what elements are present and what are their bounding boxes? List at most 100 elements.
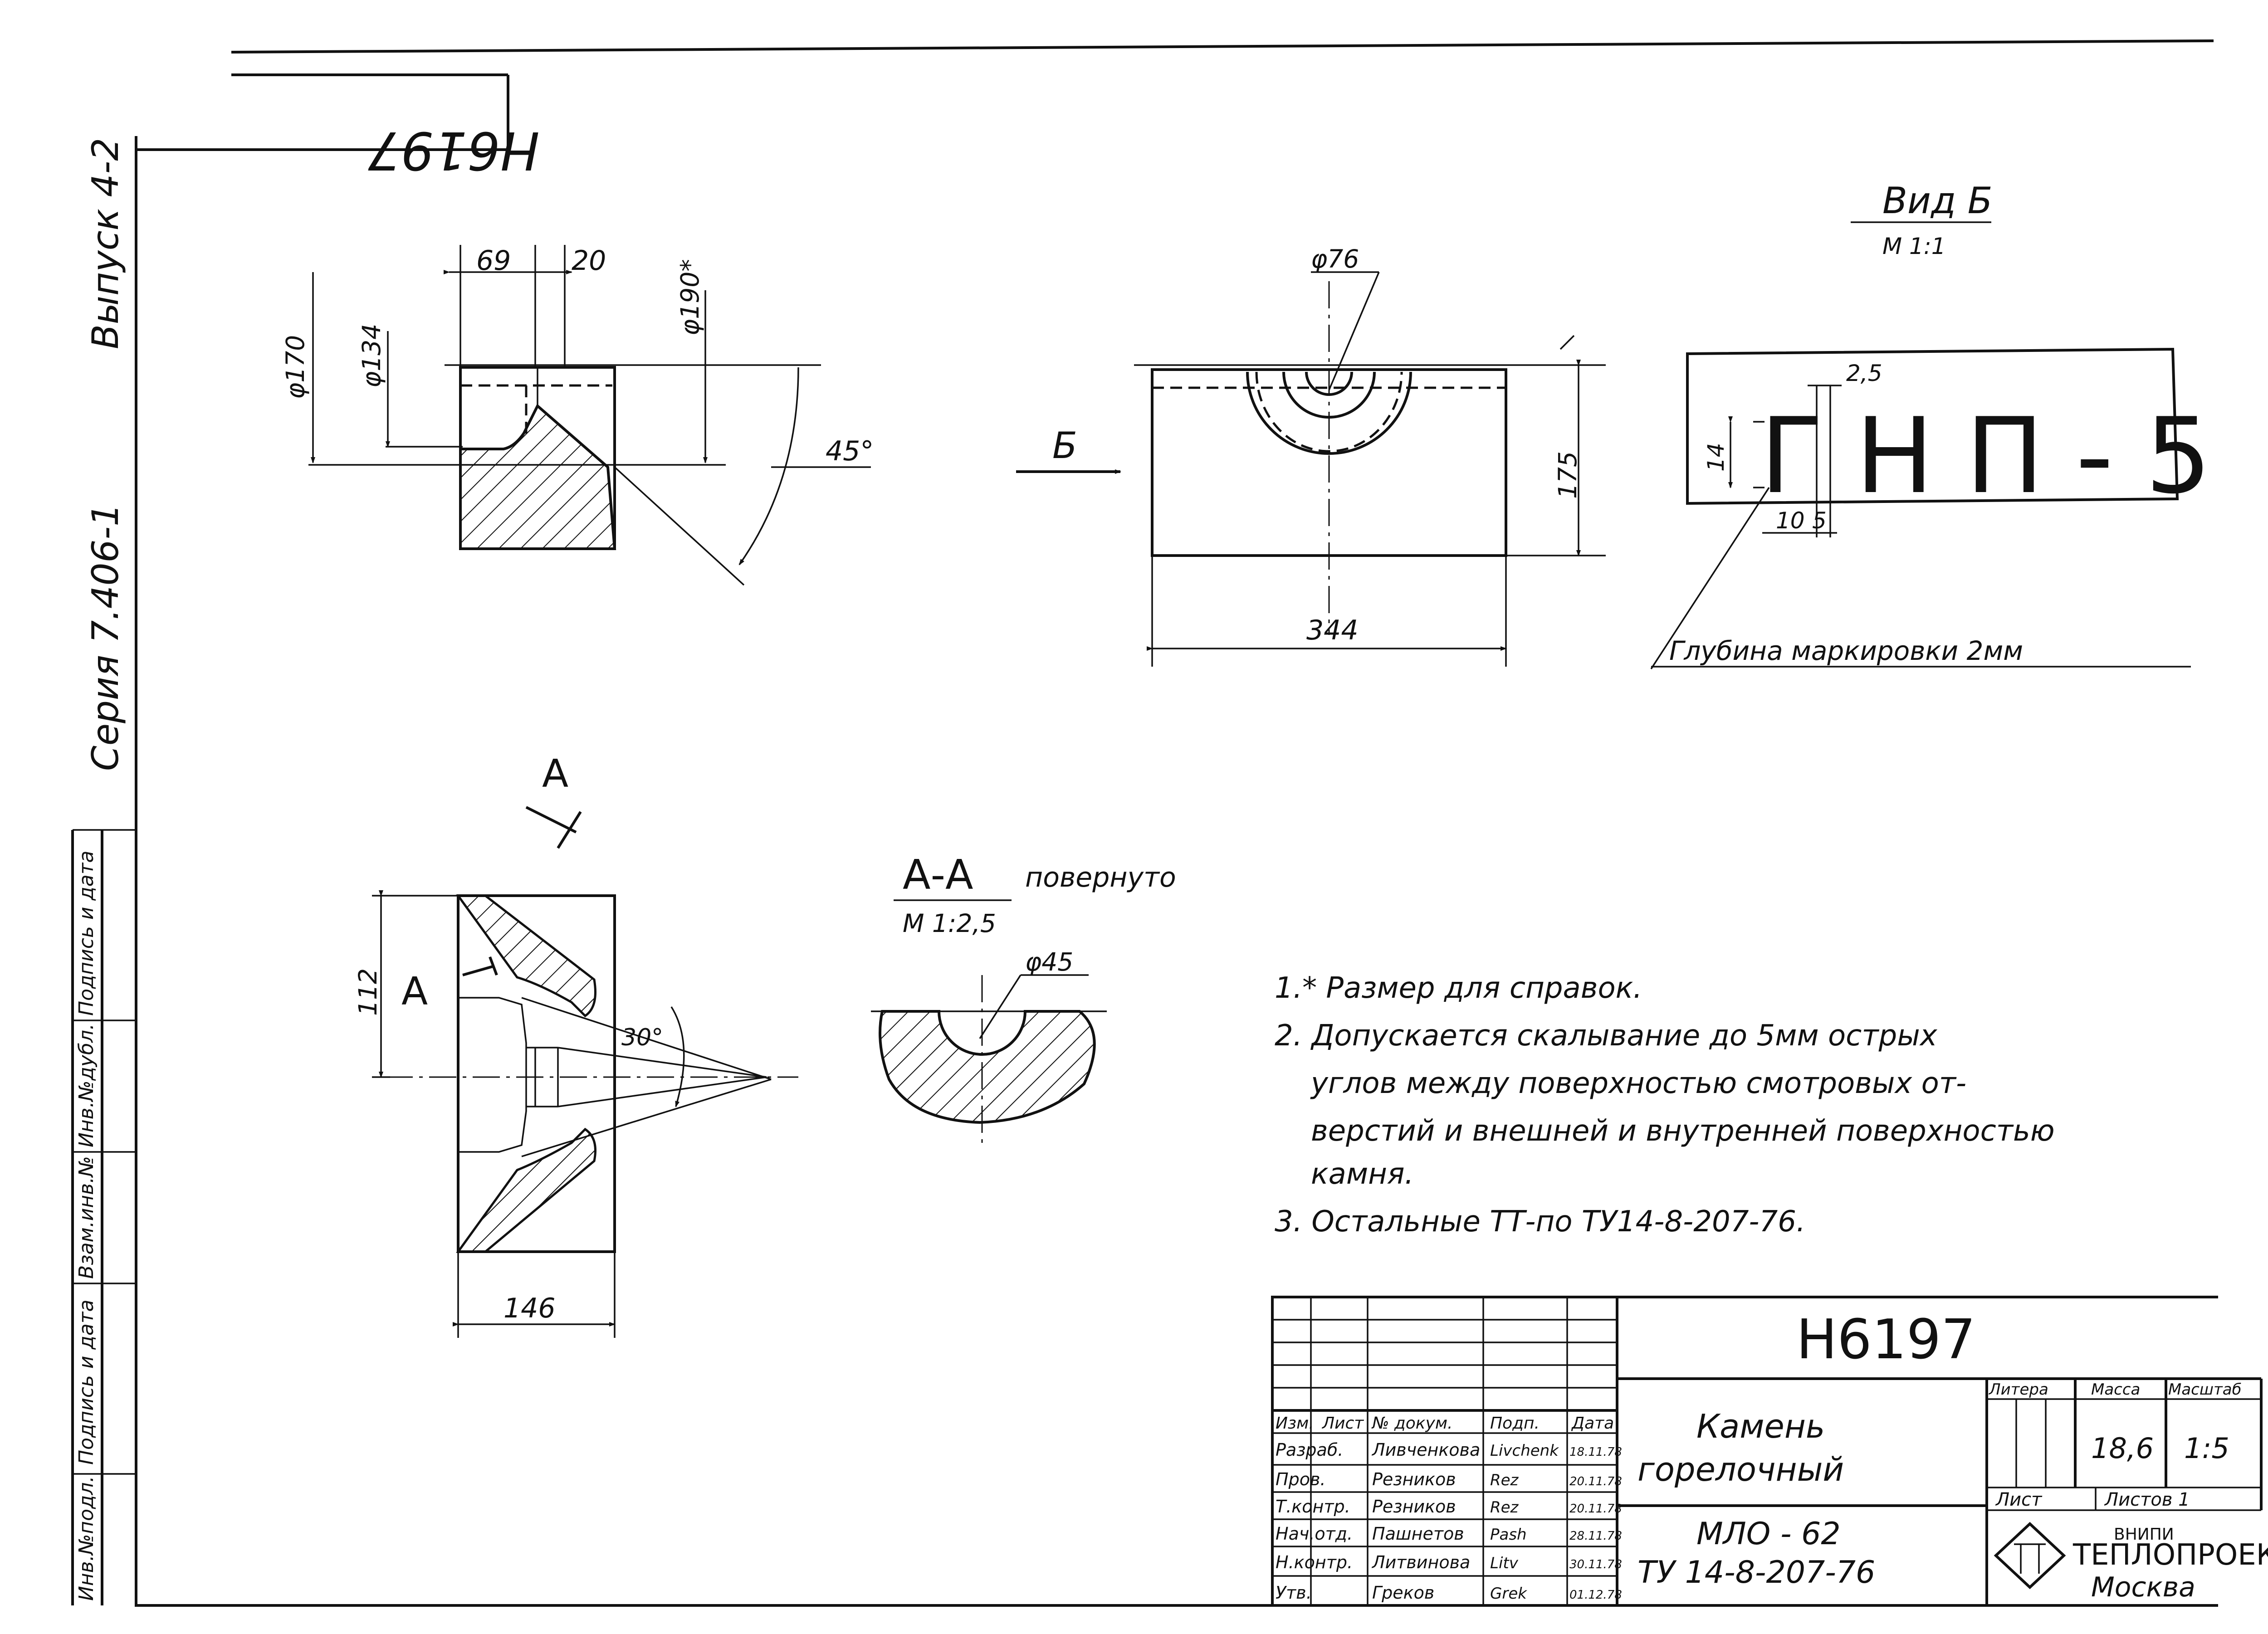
dim-20: 20 bbox=[572, 245, 606, 277]
dim-45deg: 45° bbox=[826, 435, 874, 467]
note-1: 1.* Размер для справок. bbox=[1275, 971, 1642, 1005]
signer-date: 30.11.78 bbox=[1569, 1558, 1622, 1571]
dim-30deg: 30° bbox=[621, 1024, 663, 1051]
dim-5: 5 bbox=[1812, 507, 1827, 534]
signer-role: Пров. bbox=[1276, 1469, 1325, 1489]
dim-d134: φ134 bbox=[357, 324, 386, 388]
dim-344: 344 bbox=[1306, 615, 1359, 646]
signer-name: Литвинова bbox=[1371, 1552, 1470, 1572]
stamp-cell-3: Взам.инв.№ bbox=[75, 1156, 98, 1279]
view-left-section: 69 20 φ170 φ134 φ190* 45° bbox=[281, 245, 874, 586]
litera-label: Литера bbox=[1988, 1380, 2048, 1399]
stamp-cell-4: Инв.№дубл. bbox=[75, 1024, 98, 1147]
title-block: Изм. Лист № докум. Подп. Дата Разраб. Ли… bbox=[1271, 1296, 2268, 1605]
note-2-l3: верстий и внешней и внутренней поверхнос… bbox=[1311, 1114, 2055, 1148]
signer-signature: Litv bbox=[1490, 1554, 1519, 1572]
signer-role: Нач.отд. bbox=[1276, 1524, 1353, 1544]
col-header-sign: Подп. bbox=[1490, 1414, 1540, 1433]
section-mark-a-left: А bbox=[401, 969, 428, 1014]
section-mark-a-top: А bbox=[542, 751, 568, 796]
side-margin: Серия 7.406-1 Выпуск 4-2 Инв.№подл. Подп… bbox=[71, 138, 136, 1605]
signer-signature: Grek bbox=[1490, 1585, 1527, 1603]
part-name-line2: горелочный bbox=[1637, 1450, 1844, 1488]
section-aa-scale: М 1:2,5 bbox=[903, 909, 996, 938]
scale-label: Масштаб bbox=[2168, 1380, 2242, 1399]
series-label: Серия 7.406-1 bbox=[84, 503, 127, 771]
marking-text: ГНП-5 bbox=[1760, 396, 2244, 517]
teploproekt-logo-icon bbox=[1994, 1522, 2066, 1590]
view-b-title: Вид Б bbox=[1882, 180, 1993, 222]
section-aa: А-А повернуто М 1:2,5 φ45 bbox=[871, 851, 1176, 1143]
signer-name: Греков bbox=[1372, 1583, 1434, 1603]
signer-row: Пров. Резников Rez 20.11.78 bbox=[1276, 1469, 1622, 1489]
dim-d170: φ170 bbox=[281, 335, 310, 399]
dim-10: 10 bbox=[1776, 507, 1805, 534]
signer-row: Т.контр. Резников Rez 20.11.78 bbox=[1276, 1497, 1622, 1517]
dim-112: 112 bbox=[353, 968, 382, 1016]
view-front: Б φ76 175 344 bbox=[1016, 244, 1606, 667]
part-name-line1: Камень bbox=[1696, 1407, 1825, 1445]
signer-row: Разраб. Ливченкова Livchenk 18.11.78 bbox=[1276, 1440, 1622, 1460]
signer-role: Утв. bbox=[1276, 1583, 1312, 1603]
org-name: ТЕПЛОПРОЕКТ bbox=[2072, 1538, 2268, 1572]
signer-name: Пашнетов bbox=[1372, 1524, 1464, 1544]
dim-146: 146 bbox=[503, 1293, 556, 1324]
col-header-izm: Изм. bbox=[1276, 1414, 1314, 1433]
marking-depth-note: Глубина маркировки 2мм bbox=[1669, 635, 2023, 666]
signer-date: 20.11.78 bbox=[1569, 1502, 1622, 1516]
stamp-cell-5: Подпись и дата bbox=[75, 851, 98, 1016]
dim-69: 69 bbox=[476, 245, 511, 277]
sheets-label: Листов 1 bbox=[2104, 1489, 2190, 1510]
signer-date: 20.11.78 bbox=[1569, 1475, 1622, 1488]
section-aa-suffix: повернуто bbox=[1025, 862, 1176, 893]
signer-role: Т.контр. bbox=[1276, 1497, 1350, 1517]
signer-name: Резников bbox=[1372, 1469, 1456, 1489]
view-b-arrow-label: Б bbox=[1052, 424, 1077, 467]
col-header-list: Лист bbox=[1321, 1414, 1364, 1433]
signer-date: 01.12.78 bbox=[1569, 1588, 1622, 1602]
dim-14: 14 bbox=[1703, 443, 1729, 472]
drawing-number-mirrored: Н6197 bbox=[367, 120, 539, 180]
dim-2-5: 2,5 bbox=[1846, 360, 1882, 386]
signer-role: Н.контр. bbox=[1276, 1552, 1353, 1572]
view-b-scale: М 1:1 bbox=[1882, 233, 1946, 259]
scale-value: 1:5 bbox=[2184, 1432, 2229, 1465]
signer-signature: Rez bbox=[1490, 1471, 1519, 1489]
note-3: 3. Остальные ТТ-по ТУ14-8-207-76. bbox=[1275, 1205, 1805, 1239]
signer-signature: Rez bbox=[1490, 1498, 1519, 1517]
signer-signature: Pash bbox=[1490, 1526, 1527, 1544]
note-2-l1: 2. Допускается скалывание до 5мм острых bbox=[1275, 1019, 1938, 1053]
section-aa-title: А-А bbox=[903, 851, 973, 899]
org-city: Москва bbox=[2091, 1571, 2195, 1603]
note-2-l4: камня. bbox=[1311, 1157, 1414, 1191]
drawing-frame bbox=[135, 39, 2218, 1607]
signer-signature: Livchenk bbox=[1490, 1442, 1559, 1460]
col-header-date: Дата bbox=[1571, 1414, 1614, 1433]
material-line2: ТУ 14-8-207-76 bbox=[1637, 1555, 1875, 1590]
material-line1: МЛО - 62 bbox=[1696, 1516, 1841, 1552]
view-b-marking: Вид Б М 1:1 ГНП-5 2,5 14 10 5 Глубина ма… bbox=[1650, 180, 2244, 669]
signer-date: 18.11.78 bbox=[1569, 1445, 1622, 1459]
signer-role: Разраб. bbox=[1276, 1440, 1343, 1460]
dim-d190: φ190* bbox=[675, 259, 704, 336]
sheet-label: Лист bbox=[1995, 1489, 2043, 1510]
mirrored-number-box: Н6197 bbox=[367, 120, 539, 180]
stamp-cell-1: Инв.№подл. bbox=[75, 1476, 98, 1601]
mass-value: 18,6 bbox=[2091, 1432, 2154, 1465]
title-block-code: Н6197 bbox=[1796, 1308, 1976, 1371]
mass-label: Масса bbox=[2091, 1380, 2140, 1399]
signer-row: Нач.отд. Пашнетов Pash 28.11.78 bbox=[1276, 1524, 1622, 1544]
note-2-l2: углов между поверхностью смотровых от- bbox=[1310, 1067, 1966, 1100]
col-header-doc: № докум. bbox=[1371, 1414, 1452, 1433]
signer-date: 28.11.78 bbox=[1569, 1529, 1622, 1543]
technical-notes: 1.* Размер для справок. 2. Допускается с… bbox=[1275, 971, 2055, 1239]
dim-175: 175 bbox=[1553, 451, 1582, 499]
stamp-cell-2: Подпись и дата bbox=[75, 1300, 98, 1465]
org-top: ВНИПИ bbox=[2114, 1525, 2174, 1544]
signer-row: Утв. Греков Grek 01.12.78 bbox=[1276, 1583, 1622, 1603]
signer-row: Н.контр. Литвинова Litv 30.11.78 bbox=[1276, 1552, 1622, 1572]
signer-name: Резников bbox=[1372, 1497, 1456, 1517]
dim-d45: φ45 bbox=[1025, 947, 1073, 976]
dim-d76: φ76 bbox=[1311, 244, 1359, 273]
